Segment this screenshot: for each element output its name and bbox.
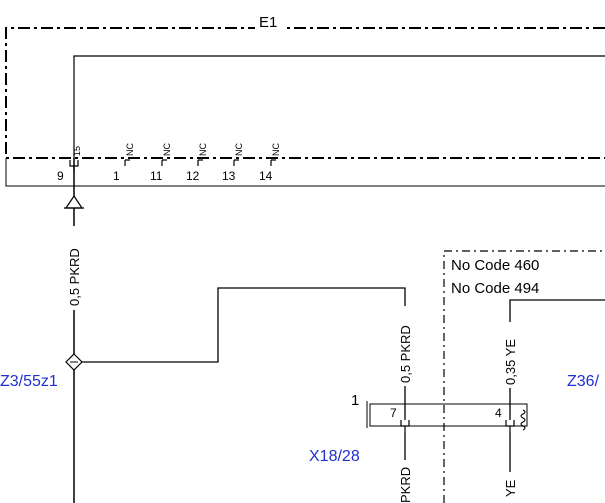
- x18-connector-index: 1: [351, 392, 359, 409]
- option-line-2: No Code 494: [451, 280, 539, 297]
- branch-to-x18: 0,5 PKRD PKRD: [82, 287, 416, 503]
- nc-pin-group: NC 1 NC 11 NC 12 NC 13 NC 14: [113, 143, 281, 183]
- wire-label-branch: 0,5 PKRD: [398, 325, 413, 383]
- e1-inner-enclosure: [73, 55, 605, 158]
- e1-nc-pin-number: 14: [259, 169, 273, 183]
- e1-nc-pin-contact: [233, 159, 239, 166]
- x18-pin-4-contact: [505, 420, 515, 432]
- splice-ref-right: Z36/: [567, 373, 600, 390]
- e1-nc-pin-label: NC: [271, 143, 281, 156]
- shield-coil-icon: [520, 409, 526, 431]
- wire-label-z36-top: 0,35 YE: [503, 339, 518, 385]
- e1-nc-pin-number: 1: [113, 169, 120, 183]
- e1-pin-row: 15 9 NC 1 NC 11 NC 12 NC 13 NC 14: [57, 143, 281, 183]
- x18-pin-4-number: 4: [495, 406, 502, 420]
- e1-nc-pin-contact: [161, 159, 167, 166]
- e1-connector-boundary: [5, 158, 605, 187]
- e1-nc-pin-label: NC: [162, 143, 172, 156]
- wire-label-x18-bottom: PKRD: [398, 467, 413, 503]
- wire-label-z36-bottom: YE: [503, 479, 518, 497]
- option-line-1: No Code 460: [451, 257, 539, 274]
- e1-nc-pin-contact: [197, 159, 203, 166]
- x18-pin-7-contact: [400, 420, 410, 432]
- e1-nc-pin-number: 13: [222, 169, 236, 183]
- e1-nc-pin-contact: [124, 159, 130, 166]
- x18-connector-ref: X18/28: [309, 448, 360, 465]
- e1-nc-pin-label: NC: [198, 143, 208, 156]
- x18-connector-body: [369, 403, 528, 427]
- option-box: No Code 460 No Code 494: [443, 250, 605, 503]
- e1-pin-9-number: 9: [57, 169, 64, 183]
- z36-wire: 0,35 YE YE Z36/: [500, 299, 605, 503]
- e1-nc-pin-label: NC: [125, 143, 135, 156]
- e1-nc-pin-label: NC: [234, 143, 244, 156]
- wire-label-main-trunk: 0,5 PKRD: [67, 248, 82, 306]
- option-box-boundary: [443, 250, 605, 503]
- x18-connector: 1 7 4 X18/28: [309, 392, 528, 465]
- e1-module: E1: [5, 14, 605, 187]
- e1-nc-pin-number: 12: [186, 169, 200, 183]
- main-trunk: 0,5 PKRD Z3/55z1: [0, 158, 84, 503]
- e1-title: E1: [259, 14, 277, 31]
- direction-arrow-icon: [64, 194, 84, 209]
- e1-dashed-boundary: [5, 27, 605, 159]
- x18-pin-7-number: 7: [390, 406, 397, 420]
- e1-pin-15-label: 15: [72, 146, 82, 156]
- splice-ref-left: Z3/55z1: [0, 373, 58, 390]
- e1-nc-pin-contact: [270, 159, 276, 166]
- e1-nc-pin-number: 11: [150, 169, 163, 183]
